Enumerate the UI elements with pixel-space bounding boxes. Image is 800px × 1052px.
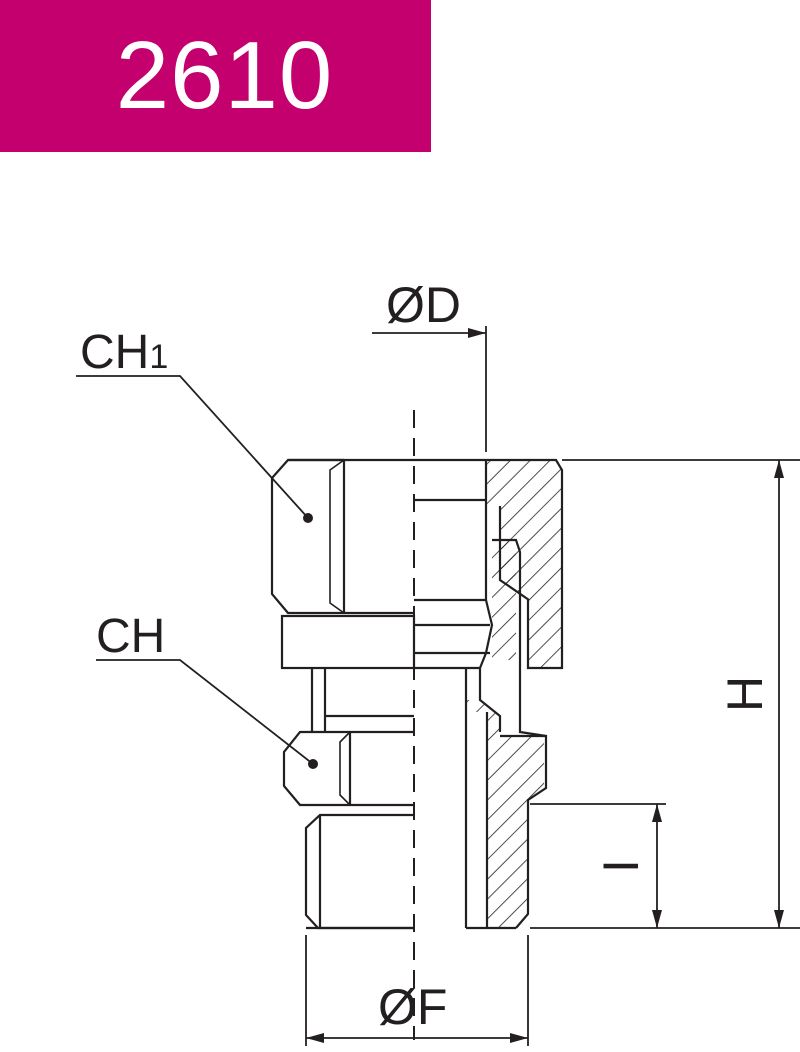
label-hex-upper: CH1 xyxy=(80,326,168,379)
dimension-height xyxy=(530,459,800,929)
ring-section xyxy=(414,538,522,670)
label-hex-lower: CH xyxy=(96,610,165,663)
product-code-banner: 2610 xyxy=(0,0,431,152)
dimension-diameter-f xyxy=(305,935,529,1046)
product-code: 2610 xyxy=(115,22,334,129)
leader-ch xyxy=(96,659,314,765)
dimension-diameter-d xyxy=(372,326,487,452)
body-neck xyxy=(310,668,414,732)
label-height: H xyxy=(717,676,773,712)
leader-ch1 xyxy=(76,375,309,519)
label-thread-length: I xyxy=(593,859,649,873)
nut-collar xyxy=(280,614,416,670)
male-thread xyxy=(304,813,414,930)
nut-section xyxy=(414,458,564,670)
body-section xyxy=(464,665,548,930)
label-diameter-d: ØD xyxy=(386,277,461,333)
lower-hex xyxy=(282,730,414,807)
upper-hex-nut xyxy=(270,458,414,615)
label-diameter-f: ØF xyxy=(378,979,447,1035)
dimension-thread-length xyxy=(530,803,666,928)
